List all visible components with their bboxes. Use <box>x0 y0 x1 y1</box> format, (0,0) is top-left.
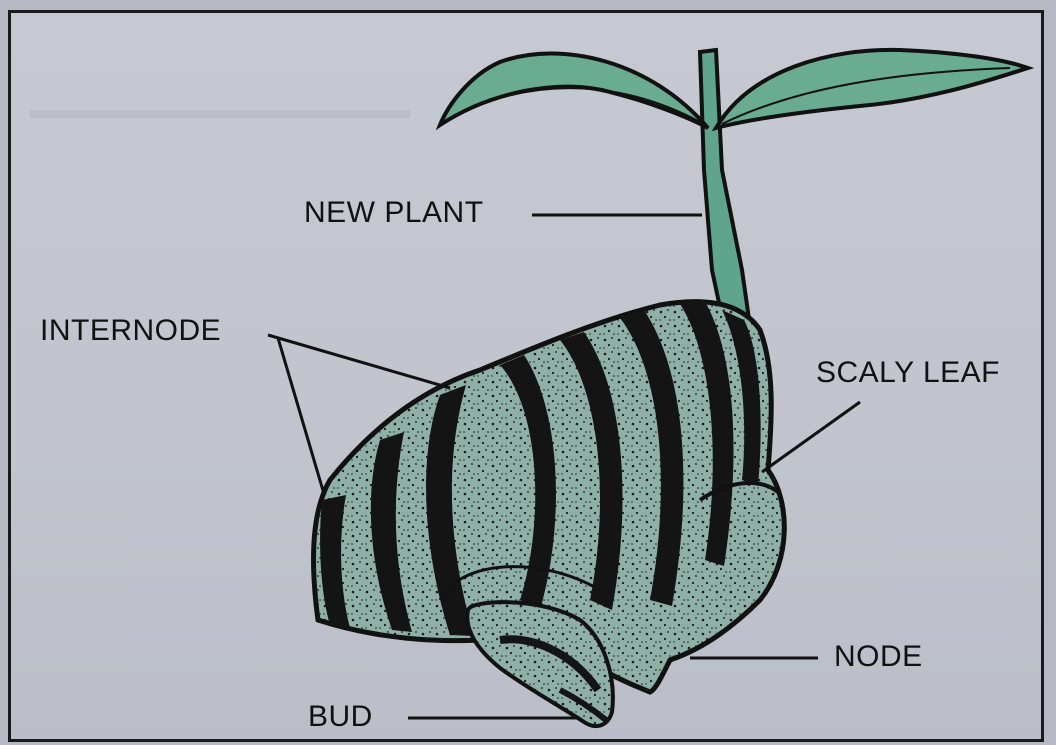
label-bud: BUD <box>308 700 373 734</box>
label-new-plant: NEW PLANT <box>304 196 484 230</box>
scaly-leaf-leader <box>762 402 860 472</box>
internode-leader-a <box>268 335 450 388</box>
label-scaly-leaf: SCALY LEAF <box>816 356 1000 390</box>
label-internode: INTERNODE <box>40 314 221 348</box>
right-leaf <box>716 50 1028 128</box>
left-leaf <box>440 53 708 128</box>
internode-leader-b <box>278 338 324 494</box>
new-plant-shoot <box>440 50 1028 345</box>
label-node: NODE <box>834 640 923 674</box>
